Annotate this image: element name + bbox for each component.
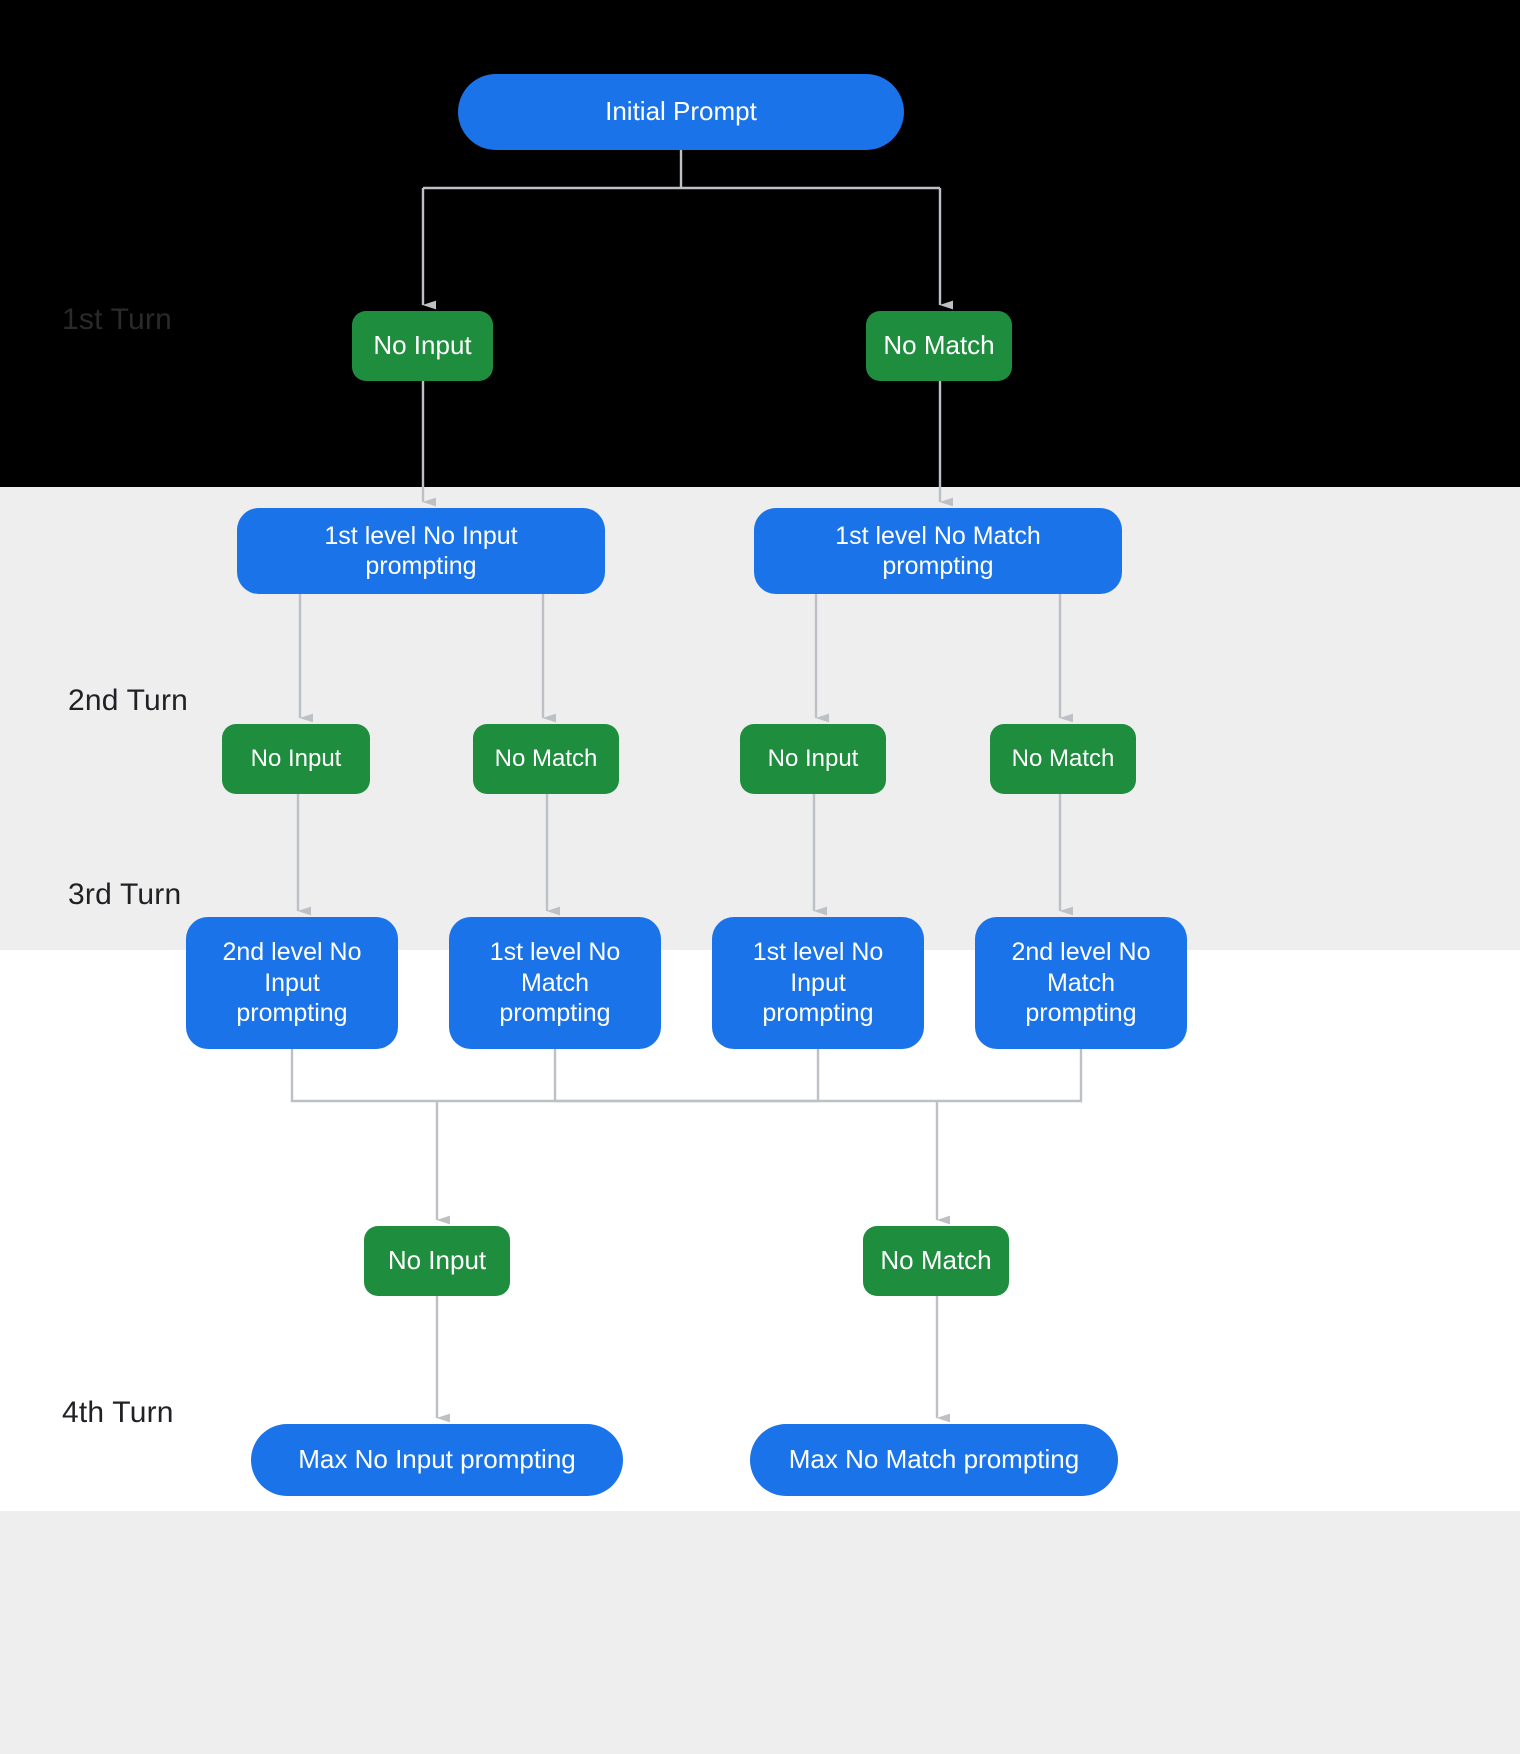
node-t3-2nd-no-input-prompting[interactable]: 2nd level No Input prompting [186, 917, 398, 1049]
node-t3-1st-no-match-prompting[interactable]: 1st level No Match prompting [449, 917, 661, 1049]
node-t4-max-no-match[interactable]: Max No Match prompting [750, 1424, 1118, 1496]
node-t2-1st-no-match-prompting[interactable]: 1st level No Match prompting [754, 508, 1122, 594]
node-initial-prompt[interactable]: Initial Prompt [458, 74, 904, 150]
node-t2-1st-no-input-prompting[interactable]: 1st level No Input prompting [237, 508, 605, 594]
node-t2-no-input-a[interactable]: No Input [222, 724, 370, 794]
node-t2-no-match-b[interactable]: No Match [990, 724, 1136, 794]
node-t2-no-input-b[interactable]: No Input [740, 724, 886, 794]
turn-label-4th-turn: 4th Turn [62, 1396, 174, 1429]
turn-label-3rd-turn: 3rd Turn [68, 878, 182, 911]
turn-label-2nd-turn: 2nd Turn [68, 684, 189, 717]
node-t3-no-match-merge[interactable]: No Match [863, 1226, 1009, 1296]
node-t3-no-input-merge[interactable]: No Input [364, 1226, 510, 1296]
node-t1-no-match[interactable]: No Match [866, 311, 1012, 381]
node-t3-1st-no-input-prompting[interactable]: 1st level No Input prompting [712, 917, 924, 1049]
node-t3-2nd-no-match-prompting[interactable]: 2nd level No Match prompting [975, 917, 1187, 1049]
node-t1-no-input[interactable]: No Input [352, 311, 493, 381]
node-t2-no-match-a[interactable]: No Match [473, 724, 619, 794]
node-t4-max-no-input[interactable]: Max No Input prompting [251, 1424, 623, 1496]
turn-label-1st-turn: 1st Turn [62, 303, 172, 336]
band-4th-turn [0, 1511, 1520, 1754]
